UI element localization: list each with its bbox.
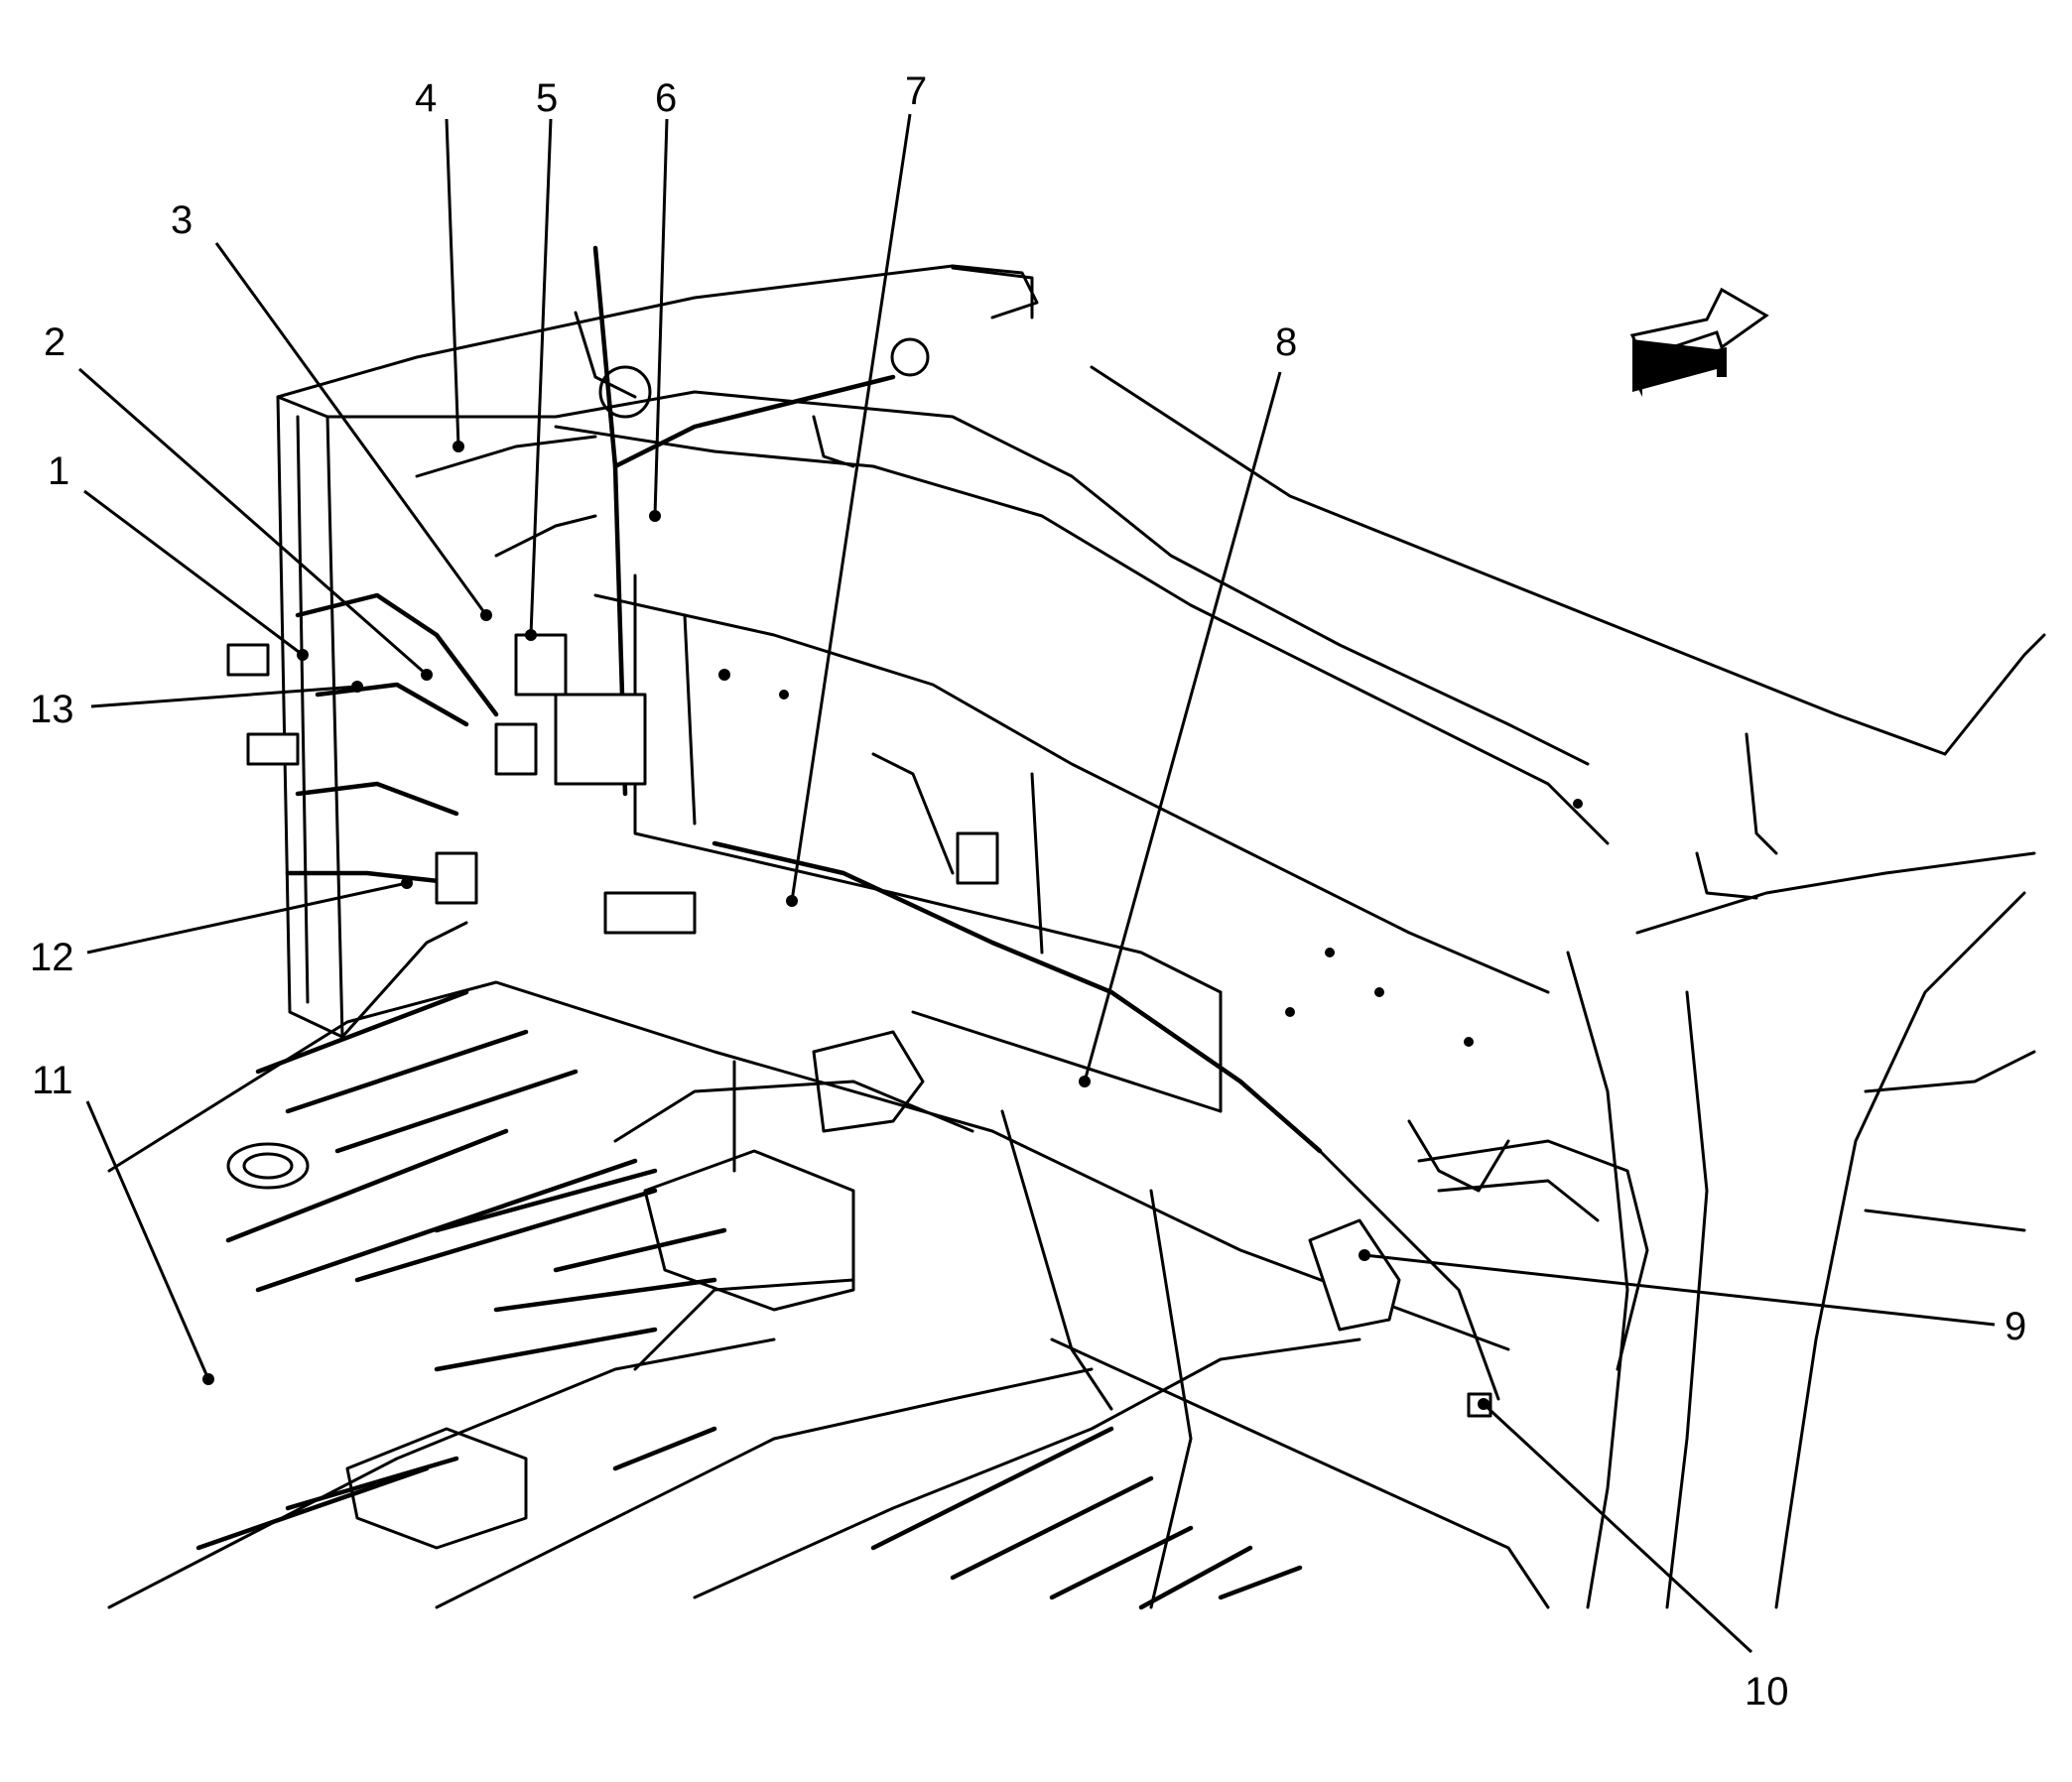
callout-leader-lines bbox=[78, 113, 1996, 1654]
callout-11: 11 bbox=[32, 1059, 73, 1102]
leader-6 bbox=[653, 118, 669, 517]
callout-1: 1 bbox=[48, 449, 69, 493]
callout-2: 2 bbox=[44, 320, 65, 364]
callout-9: 9 bbox=[2005, 1305, 2026, 1348]
vehicle-body-line-art bbox=[107, 245, 2046, 1610]
leader-8 bbox=[1083, 371, 1282, 1082]
leader-10 bbox=[1482, 1402, 1753, 1654]
callout-8: 8 bbox=[1275, 320, 1297, 364]
leader-9 bbox=[1363, 1253, 1996, 1327]
leader-11 bbox=[85, 1100, 210, 1380]
leader-7 bbox=[790, 113, 912, 902]
callout-12: 12 bbox=[30, 936, 74, 979]
leader-5 bbox=[529, 118, 553, 636]
leader-2 bbox=[78, 367, 428, 677]
callout-3: 3 bbox=[171, 198, 193, 242]
leader-12 bbox=[86, 881, 408, 955]
leader-13 bbox=[90, 685, 358, 708]
callout-4: 4 bbox=[415, 76, 437, 120]
leader-4 bbox=[445, 118, 460, 447]
callout-13: 13 bbox=[30, 688, 74, 731]
leader-1 bbox=[83, 489, 304, 657]
callout-6: 6 bbox=[655, 76, 677, 120]
callout-7: 7 bbox=[905, 69, 927, 113]
callout-10: 10 bbox=[1745, 1670, 1789, 1714]
front-direction-arrow-icon bbox=[1629, 287, 1769, 397]
callout-5: 5 bbox=[536, 76, 558, 120]
callout-labels: 1 2 3 4 5 6 7 8 9 10 11 12 13 bbox=[30, 69, 2026, 1714]
leader-3 bbox=[214, 242, 488, 616]
